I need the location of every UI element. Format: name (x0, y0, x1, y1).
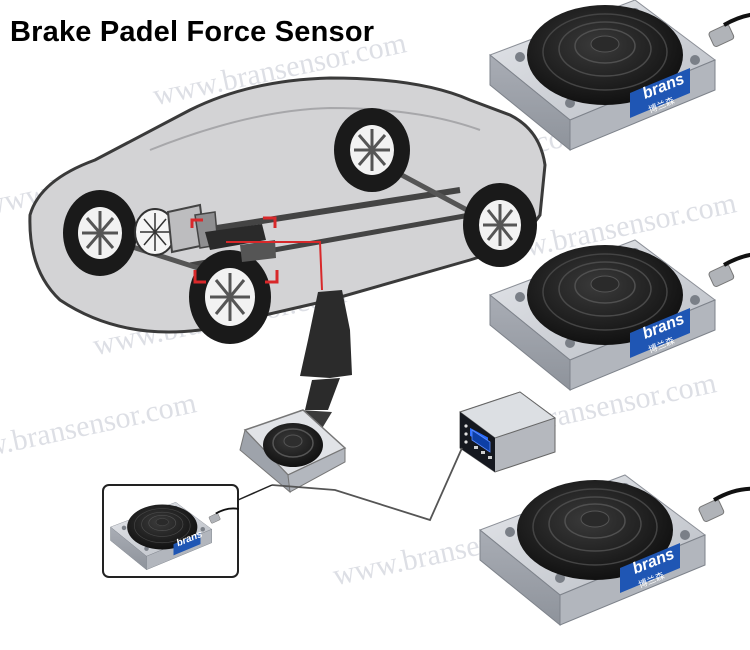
cable-icon (271, 447, 463, 522)
force-sensor-icon: brans 博兰森 brans 博兰森 brans 博兰森 (478, 0, 750, 627)
inset-callout: brans (102, 484, 273, 578)
page-title: Brake Padel Force Sensor (10, 16, 375, 48)
wheel-icon (63, 108, 537, 344)
car-illustration (28, 76, 547, 334)
brake-assembly (190, 216, 323, 291)
brake-pedal-icon (239, 290, 352, 494)
display-meter-icon (458, 391, 557, 473)
engine-icon (134, 203, 219, 256)
